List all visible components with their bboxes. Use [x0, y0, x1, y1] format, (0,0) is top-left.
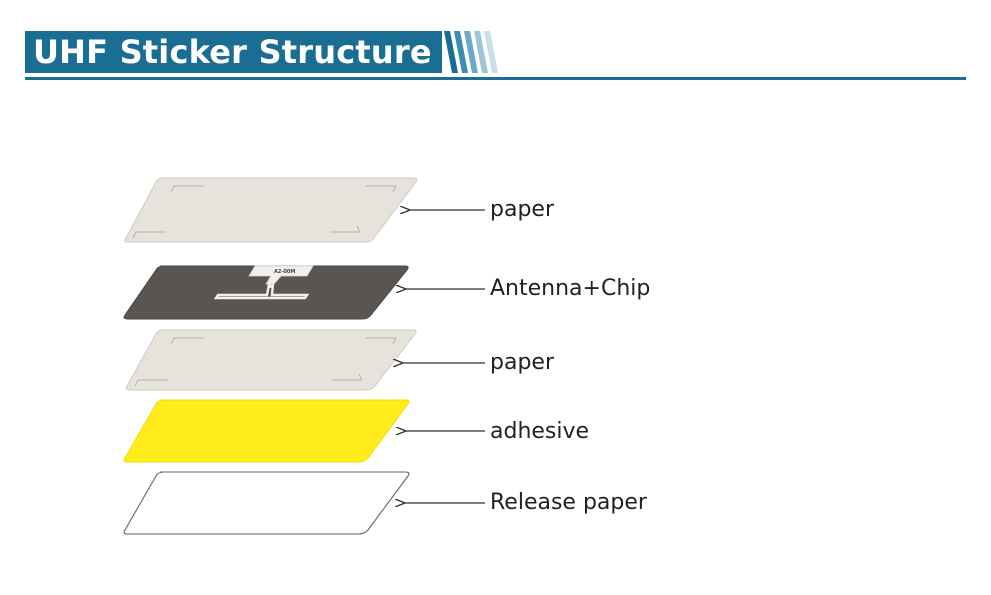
chip-strap — [248, 265, 314, 285]
label-paper-middle: paper — [490, 350, 554, 375]
release-paper-layer — [123, 471, 485, 535]
adhesive-layer — [123, 399, 485, 463]
release-paper-sheet — [123, 471, 410, 535]
title-banner: UHF Sticker Structure — [25, 31, 442, 73]
paper-layer-top — [124, 177, 485, 243]
paper-sheet-middle — [125, 329, 417, 391]
label-antenna-chip: Antenna+Chip — [490, 276, 651, 301]
chip-dot — [268, 284, 272, 288]
label-release-paper: Release paper — [490, 490, 647, 515]
paper-sheet-top — [124, 177, 418, 243]
label-adhesive: adhesive — [490, 419, 590, 444]
antenna-trace — [213, 283, 310, 300]
adhesive-sheet — [123, 399, 410, 463]
antenna-substrate — [123, 265, 409, 320]
antenna-chip-layer: A2-00M — [123, 265, 485, 320]
chip-marking: A2-00M — [274, 269, 295, 275]
label-paper-top: paper — [490, 197, 554, 222]
paper-layer-middle — [125, 329, 485, 391]
title-stripes-decoration — [443, 31, 498, 73]
title-underline — [25, 77, 966, 80]
page-title: UHF Sticker Structure — [33, 33, 432, 71]
